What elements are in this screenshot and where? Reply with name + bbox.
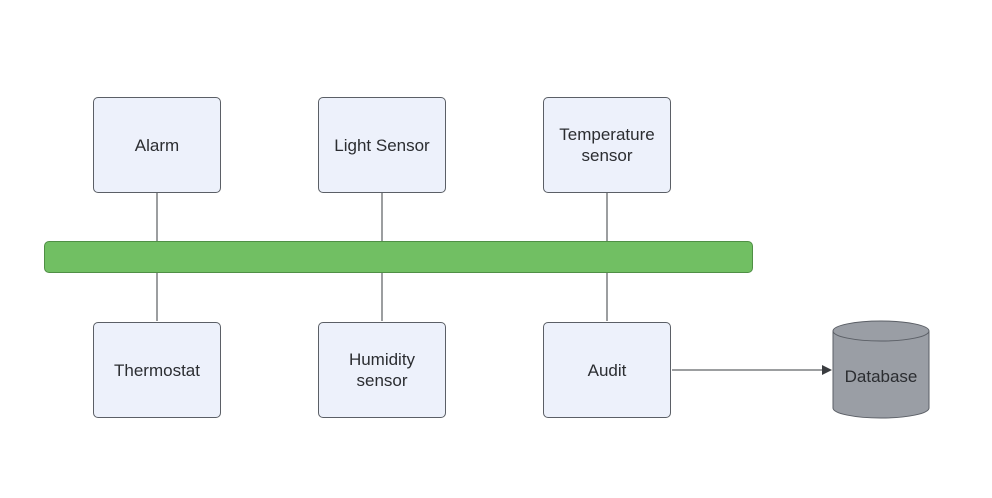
node-temperature-sensor-label: Temperature sensor — [559, 125, 655, 165]
node-audit[interactable]: Audit — [543, 322, 671, 418]
node-temperature-sensor[interactable]: Temperature sensor — [543, 97, 671, 193]
node-alarm-label: Alarm — [134, 135, 180, 155]
node-thermostat-label: Thermostat — [114, 360, 200, 380]
node-thermostat[interactable]: Thermostat — [93, 322, 221, 418]
node-light-sensor-label: Light Sensor — [334, 135, 430, 155]
node-audit-label: Audit — [587, 360, 627, 380]
message-bus[interactable] — [44, 241, 753, 273]
node-alarm[interactable]: Alarm — [93, 97, 221, 193]
node-humidity-sensor-label: Humidity sensor — [348, 350, 416, 390]
node-light-sensor[interactable]: Light Sensor — [318, 97, 446, 193]
node-humidity-sensor[interactable]: Humidity sensor — [318, 322, 446, 418]
database-cylinder[interactable] — [832, 320, 930, 419]
